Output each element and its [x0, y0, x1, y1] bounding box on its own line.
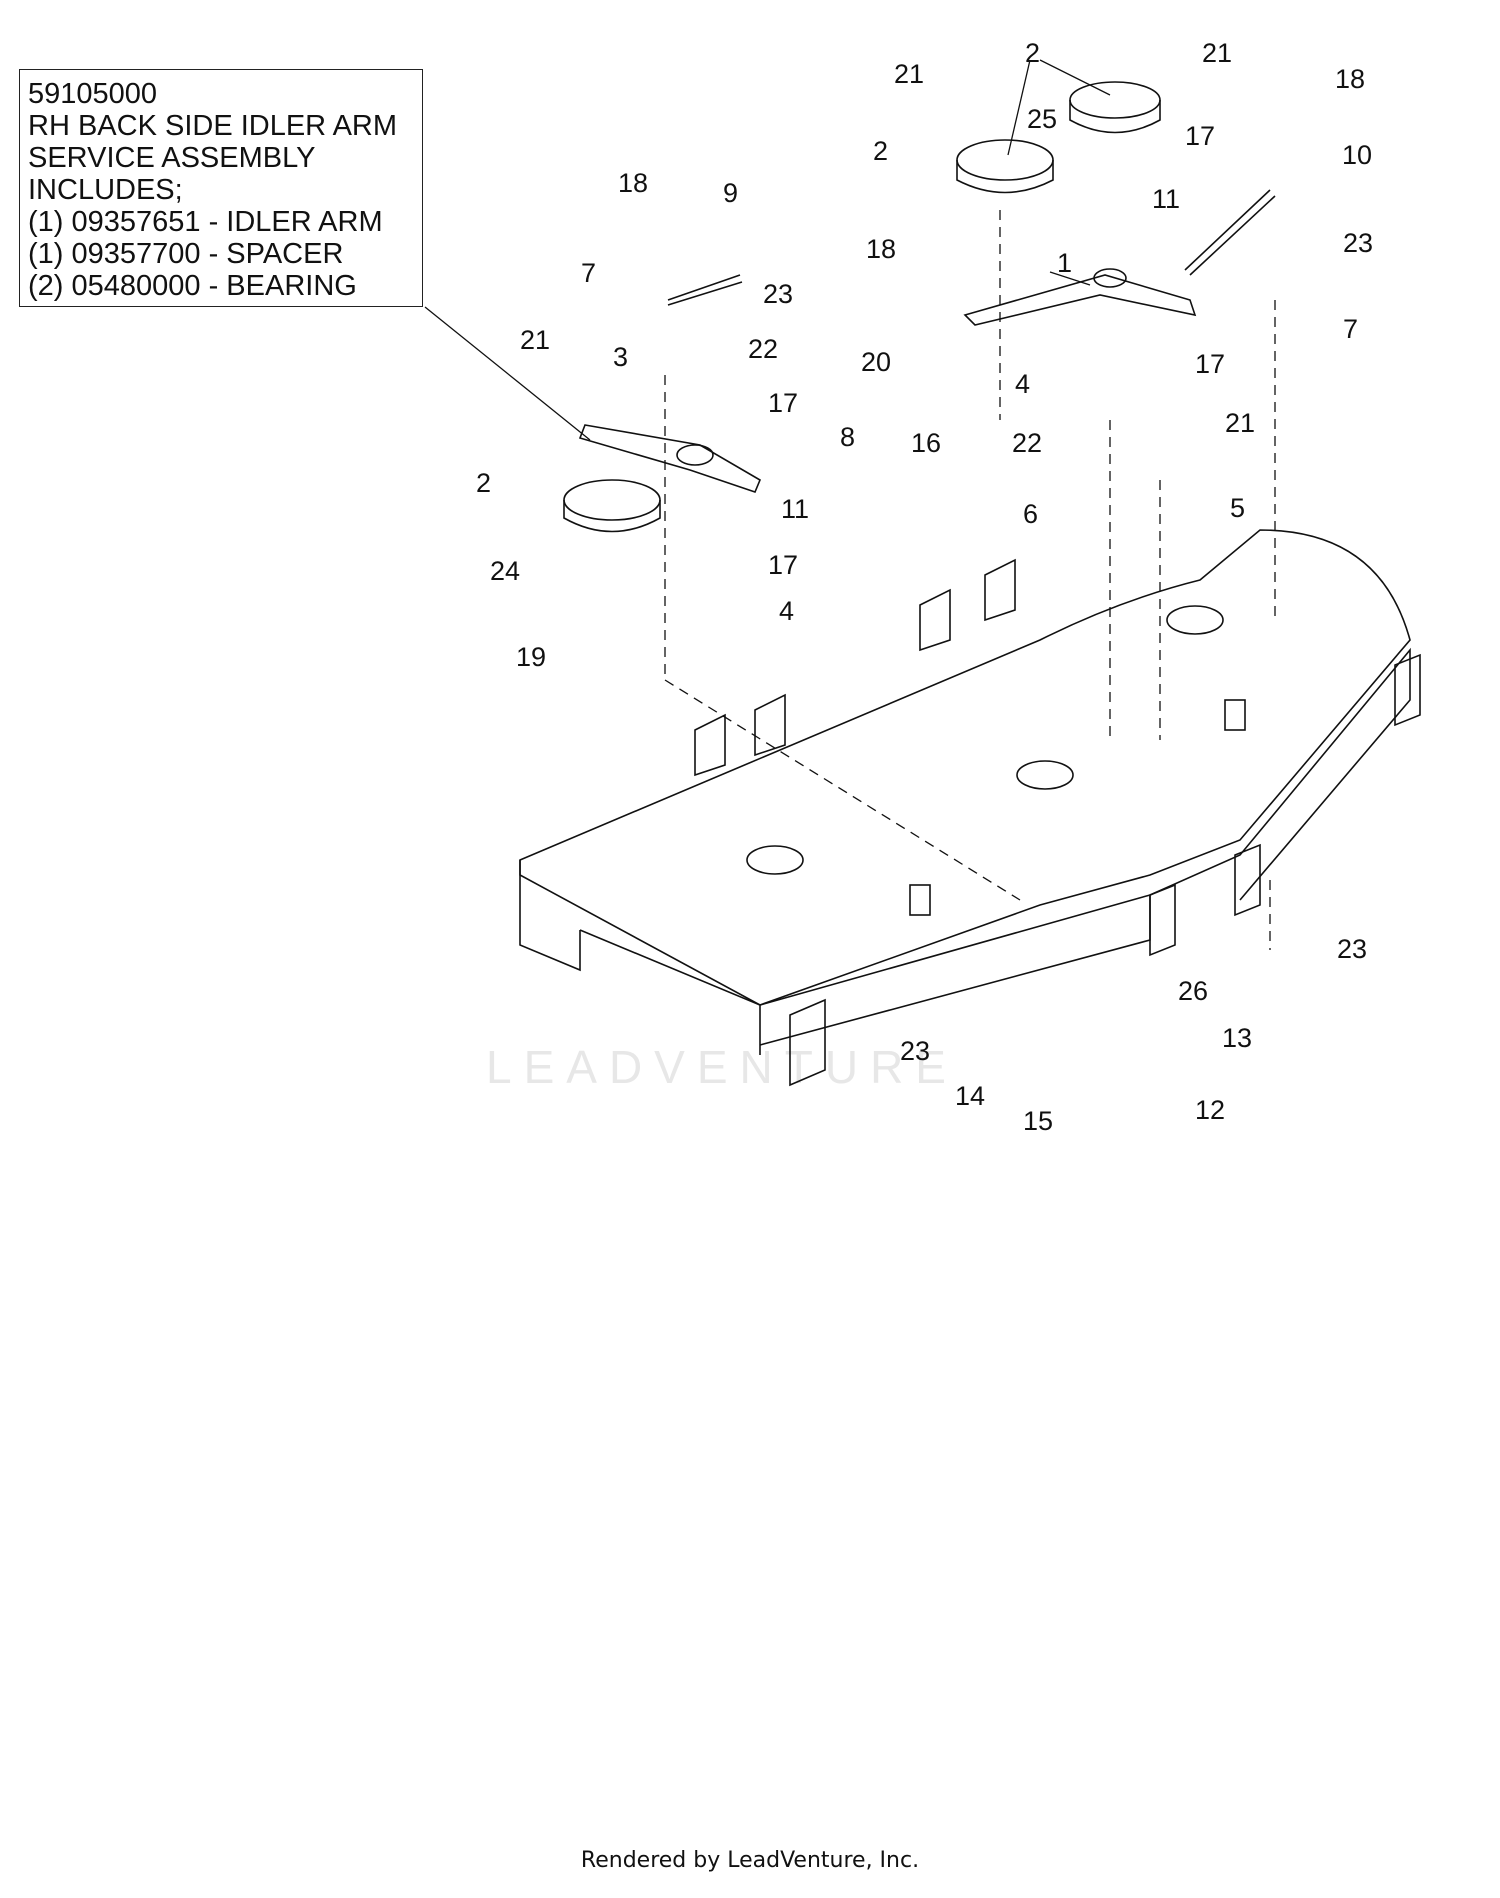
callout-23: 23	[1337, 934, 1367, 964]
callout-20: 20	[861, 347, 891, 377]
info-line: INCLUDES;	[28, 174, 183, 206]
callout-18: 18	[866, 234, 896, 264]
callout-13: 13	[1222, 1023, 1252, 1053]
callout-11: 11	[1152, 184, 1180, 214]
callout-12: 12	[1195, 1095, 1225, 1125]
callout-23: 23	[1343, 228, 1373, 258]
render-credit: Rendered by LeadVenture, Inc.	[580, 1848, 920, 1873]
info-line: (1) 09357651 - IDLER ARM	[28, 206, 383, 238]
callout-2: 2	[1025, 38, 1040, 68]
callout-14: 14	[955, 1081, 985, 1111]
info-line: SERVICE ASSEMBLY	[28, 142, 316, 174]
callout-16: 16	[911, 428, 941, 458]
info-line: (1) 09357700 - SPACER	[28, 238, 344, 270]
service-assembly-info-box: 59105000 RH BACK SIDE IDLER ARM SERVICE …	[19, 69, 423, 307]
callout-25: 25	[1027, 104, 1057, 134]
callout-7: 7	[581, 258, 596, 288]
leader-lines	[424, 59, 1111, 441]
info-line: RH BACK SIDE IDLER ARM	[28, 110, 398, 142]
callout-9: 9	[723, 178, 738, 208]
callout-15: 15	[1023, 1106, 1053, 1136]
callout-26: 26	[1178, 976, 1208, 1006]
callout-18: 18	[618, 168, 648, 198]
callout-labels: 1 2 2 2 3 4 4 5 6 7 7 8 9 10 11 11 12 13…	[476, 38, 1373, 1136]
callout-24: 24	[490, 556, 520, 586]
callout-18: 18	[1335, 64, 1365, 94]
callout-21: 21	[1202, 38, 1232, 68]
callout-21: 21	[520, 325, 550, 355]
callout-2: 2	[873, 136, 888, 166]
callout-7: 7	[1343, 314, 1358, 344]
callout-19: 19	[516, 642, 546, 672]
callout-23: 23	[763, 279, 793, 309]
callout-10: 10	[1342, 140, 1372, 170]
callout-6: 6	[1023, 499, 1038, 529]
assembly-guide-lines	[664, 210, 1276, 950]
idler-components	[563, 81, 1276, 533]
mower-deck	[519, 529, 1421, 1087]
callout-5: 5	[1230, 493, 1245, 523]
callout-4: 4	[1015, 369, 1030, 399]
callout-21: 21	[894, 59, 924, 89]
callout-4: 4	[779, 596, 794, 626]
info-line: 59105000	[28, 78, 158, 110]
callout-1: 1	[1057, 248, 1072, 278]
callout-3: 3	[613, 342, 628, 372]
callout-23: 23	[900, 1036, 930, 1066]
callout-22: 22	[748, 334, 778, 364]
callout-21: 21	[1225, 408, 1255, 438]
watermark: LEADVENTURE	[486, 1041, 958, 1093]
callout-11: 11	[781, 494, 809, 524]
info-line: (2) 05480000 - BEARING	[28, 270, 357, 302]
callout-8: 8	[840, 422, 855, 452]
callout-2: 2	[476, 468, 491, 498]
callout-17: 17	[1195, 349, 1225, 379]
callout-17: 17	[768, 388, 798, 418]
callout-17: 17	[1185, 121, 1215, 151]
callout-22: 22	[1012, 428, 1042, 458]
callout-17: 17	[768, 550, 798, 580]
